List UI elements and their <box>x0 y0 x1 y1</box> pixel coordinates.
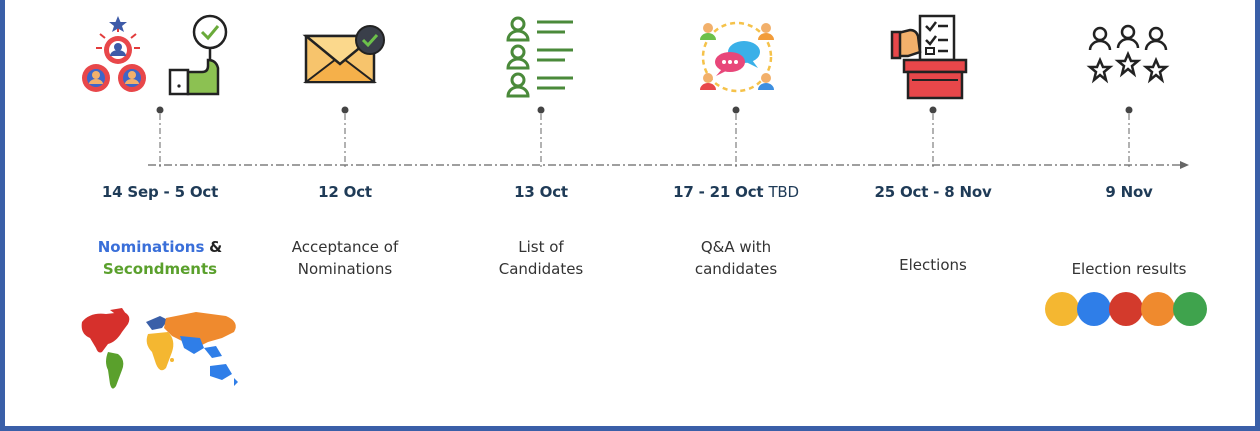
result-dot-green <box>1173 292 1207 326</box>
milestone-date-1: 14 Sep - 5 Oct <box>101 183 219 201</box>
connector-6 <box>1125 106 1133 170</box>
result-dot-blue <box>1077 292 1111 326</box>
milestone-date-5: 25 Oct - 8 Nov <box>874 183 992 201</box>
milestone-date-6: 9 Nov <box>1105 183 1153 201</box>
result-dot-orange <box>1141 292 1175 326</box>
milestone-label-1-line1: Nominations & <box>60 236 260 258</box>
milestone-label-4-line2: candidates <box>694 260 778 278</box>
milestone-label-4: Q&A with candidates <box>636 236 836 280</box>
milestone-label-5-line1: Elections <box>899 256 967 274</box>
milestone-label-2: Acceptance of Nominations <box>245 236 445 280</box>
milestone-label-5: Elections <box>833 254 1033 276</box>
nominations-text: Nominations <box>97 238 205 256</box>
connector-1 <box>156 106 164 170</box>
milestone-label-2-line2: Nominations <box>297 260 393 278</box>
milestone-label-3-line1: List of <box>518 238 564 256</box>
nomination-people-icon <box>82 14 228 96</box>
world-map-icon <box>81 308 238 389</box>
ballot-box-icon <box>890 14 968 100</box>
milestone-label-1: Nominations & Secondments <box>60 236 260 280</box>
milestone-label-3: List of Candidates <box>441 236 641 280</box>
milestone-label-2-line1: Acceptance of <box>291 238 399 256</box>
result-dot-yellow <box>1045 292 1079 326</box>
result-dot-red <box>1109 292 1143 326</box>
milestone-date-4-tbd: TBD <box>768 183 799 201</box>
connector-2 <box>341 106 349 170</box>
ampersand-text: & <box>209 238 223 256</box>
result-color-dots <box>1045 292 1215 328</box>
qa-chat-icon <box>700 21 774 93</box>
candidate-list-icon <box>506 16 573 98</box>
connector-5 <box>929 106 937 170</box>
rating-stars-icon <box>1086 24 1170 84</box>
milestone-label-3-line2: Candidates <box>498 260 584 278</box>
milestone-date-2: 12 Oct <box>318 183 372 201</box>
timeline-connectors <box>156 106 1133 170</box>
milestone-date-4-range: 17 - 21 Oct <box>673 183 764 201</box>
milestone-label-6: Election results <box>1029 258 1229 280</box>
connector-4 <box>732 106 740 170</box>
envelope-check-icon <box>302 25 385 84</box>
connector-3 <box>537 106 545 170</box>
milestone-label-6-line1: Election results <box>1071 260 1187 278</box>
secondments-text: Secondments <box>102 260 218 278</box>
milestone-label-4-line1: Q&A with <box>700 238 772 256</box>
milestone-date-3: 13 Oct <box>514 183 568 201</box>
milestone-date-4: 17 - 21 Oct TBD <box>636 183 836 201</box>
